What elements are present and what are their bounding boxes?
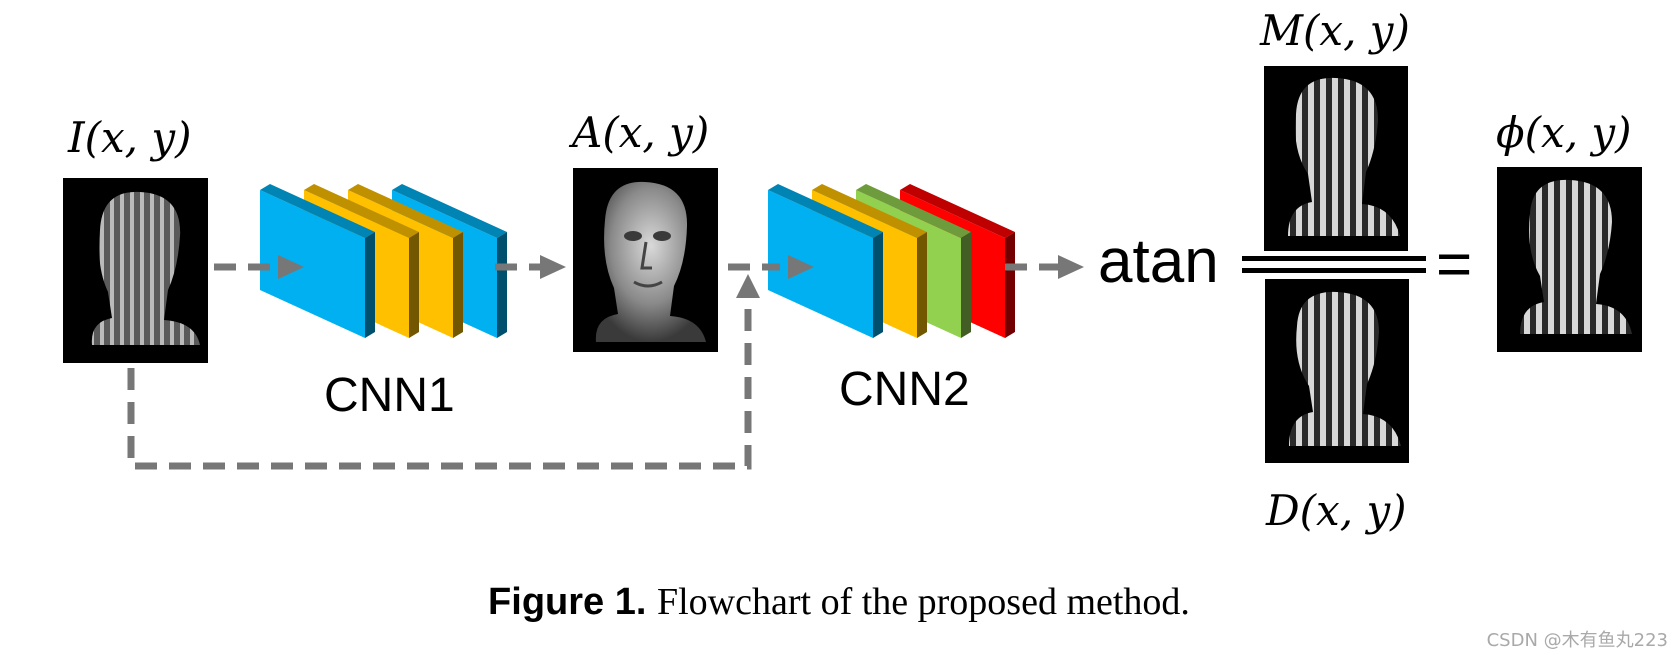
- phase-image: [1497, 167, 1642, 352]
- cnn2-label: CNN2: [839, 363, 970, 416]
- cnn2-layer-4-edge: [1005, 232, 1015, 338]
- cnn2-layer-4-top: [900, 184, 1015, 238]
- arrowhead-cnn1-in: [278, 255, 304, 279]
- cnn1-layer-1-edge: [365, 232, 375, 338]
- cnn1-label: CNN1: [324, 369, 455, 422]
- cnn1-layer-2-top: [304, 184, 419, 238]
- cnn2-layer-3-edge: [961, 232, 971, 338]
- arrowhead-cnn2-in: [788, 255, 814, 279]
- cnn2-layer-1-face: [768, 190, 873, 338]
- cnn2-layer-3-top: [856, 184, 971, 238]
- arrowhead-skip-up: [736, 274, 760, 298]
- cnn1-layer-1: [260, 184, 375, 338]
- equals-sign: =: [1436, 230, 1472, 299]
- amplitude-label: A(x, y): [568, 108, 709, 157]
- arrowhead-atan-in: [1058, 255, 1084, 279]
- input-label: I(x, y): [67, 113, 191, 162]
- fraction-bar-top: [1242, 256, 1426, 261]
- phase-label: ϕ(x, y): [1496, 108, 1632, 157]
- cnn1-layer-stack: [260, 184, 507, 338]
- denominator-image: [1265, 279, 1409, 463]
- arrowhead-amplitude-in: [540, 255, 566, 279]
- cnn2-layer-2-top: [812, 184, 927, 238]
- input-image: [63, 178, 208, 363]
- cnn1-layer-1-top: [260, 184, 375, 238]
- figure-caption: Figure 1. Flowchart of the proposed meth…: [0, 580, 1678, 624]
- arrow-heads: [278, 255, 1084, 298]
- caption-label: Figure 1.: [488, 581, 647, 623]
- cnn2-layer-1-top: [768, 184, 883, 238]
- cnn1-layer-3-top: [348, 184, 463, 238]
- cnn1-layer-2-edge: [409, 232, 419, 338]
- cnn1-layer-4-edge: [497, 232, 507, 338]
- flow-arrows: [127, 263, 1058, 470]
- fraction-bar-bottom: [1242, 268, 1426, 273]
- cnn2-layer-2-edge: [917, 232, 927, 338]
- atan-label: atan: [1098, 227, 1219, 296]
- cnn2-layer-stack: [768, 184, 1015, 338]
- watermark: CSDN @木有鱼丸223: [1486, 630, 1668, 651]
- skip-connection-arrow: [127, 290, 752, 470]
- numerator-image: [1264, 66, 1408, 251]
- caption-text: Flowchart of the proposed method.: [656, 581, 1190, 623]
- numerator-label: M(x, y): [1259, 6, 1410, 55]
- cnn1-layer-1-face: [260, 190, 365, 338]
- cnn1-layer-4-top: [392, 184, 507, 238]
- amplitude-image: [573, 168, 718, 352]
- denominator-label: D(x, y): [1265, 486, 1407, 535]
- cnn2-layer-1-edge: [873, 232, 883, 338]
- cnn1-layer-3-edge: [453, 232, 463, 338]
- cnn2-layer-1: [768, 184, 883, 338]
